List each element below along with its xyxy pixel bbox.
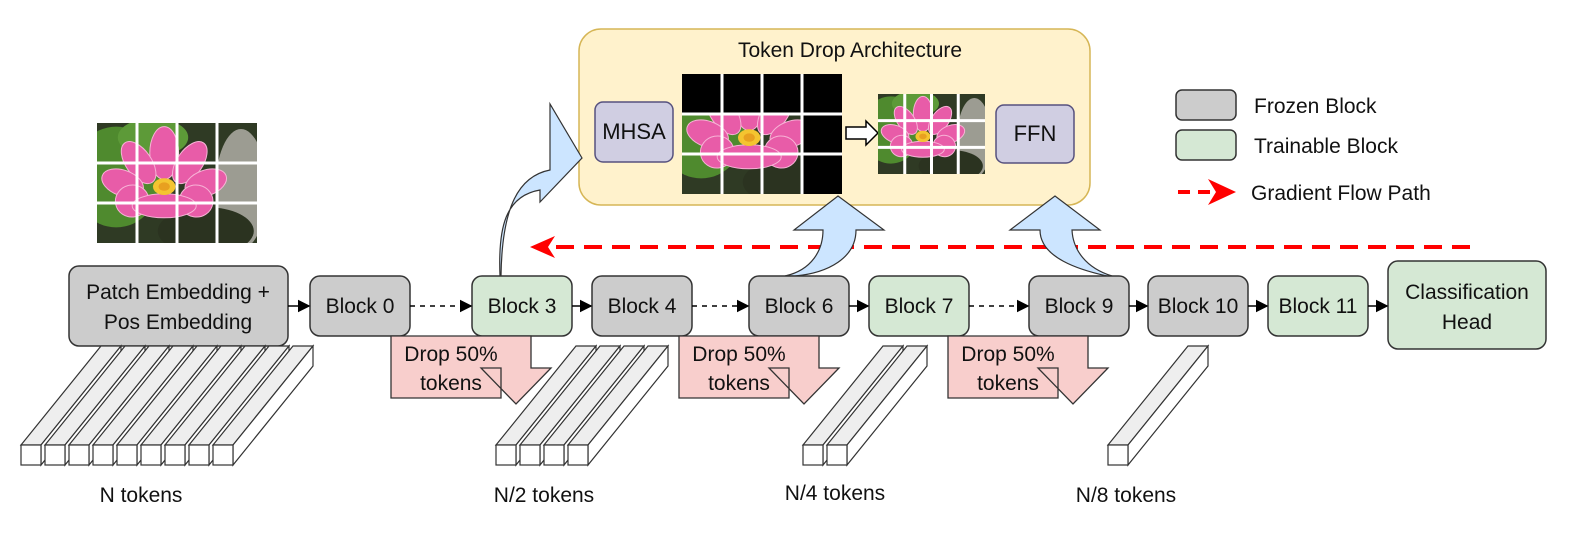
drop-label-line2: tokens [977,372,1039,395]
curved-arrow-block9-shape [1008,195,1113,277]
legend-trainable-label: Trainable Block [1254,135,1398,158]
legend-frozen-swatch [1175,89,1237,121]
drop-tokens-arrow: Drop 50% tokens [678,335,841,405]
ffn-box: FFN [995,104,1075,164]
token-stack: N/8 tokens [1076,344,1210,507]
classification-head-line2: Head [1442,311,1492,334]
block-label: Block 10 [1158,295,1239,318]
block-label: Block 4 [608,295,677,318]
architecture-panel: Token Drop Architecture MHSA FFN [578,28,1091,206]
pipeline: Patch Embedding + Pos Embedding Block 0 B… [68,260,1547,350]
block-label: Block 11 [1279,295,1358,318]
block-block-7: Block 7 [868,275,970,337]
drop-label-line2: tokens [708,372,770,395]
token-count-label: N/2 tokens [494,484,594,507]
block-block-3: Block 3 [471,275,573,337]
block-label: Block 6 [765,295,834,318]
legend-gradient-arrowhead [1208,179,1236,205]
block-block-0: Block 0 [309,275,411,337]
patch-embedding-line1: Patch Embedding + [86,281,270,304]
token-stack: N/4 tokens [785,344,929,505]
drop-label-line1: Drop 50% [404,343,497,366]
block-block-4: Block 4 [591,275,693,337]
gradient-flow-path [530,236,1470,258]
token-stack: N/2 tokens [494,344,670,507]
legend-frozen-label: Frozen Block [1254,95,1377,118]
kept-patch-image [878,94,985,174]
classification-head-box: Classification Head [1387,260,1547,350]
ffn-label: FFN [1014,121,1057,146]
curved-arrow-block6-shape [784,195,886,277]
block-label: Block 0 [326,295,395,318]
block-block-11: Block 11 [1267,275,1369,337]
masked-patch-image [682,74,842,194]
block-block-9: Block 9 [1028,275,1130,337]
drop-label-line1: Drop 50% [692,343,785,366]
drop-label-line2: tokens [420,372,482,395]
patch-embedding-box: Patch Embedding + Pos Embedding [68,265,289,347]
mhsa-box: MHSA [594,101,674,163]
curved-up-arrows [499,101,1113,277]
patch-embedding-line2: Pos Embedding [104,311,252,334]
block-label: Block 3 [488,295,557,318]
architecture-title: Token Drop Architecture [738,39,962,62]
curved-arrow-block3-shape [499,101,583,277]
block-label: Block 9 [1045,295,1114,318]
token-stack: N tokens [19,344,315,507]
token-bar [1106,345,1210,446]
drop-tokens-arrow: Drop 50% tokens [390,335,553,405]
legend-gradient-label: Gradient Flow Path [1251,182,1431,205]
legend-trainable-swatch [1175,129,1237,161]
drop-label-line1: Drop 50% [961,343,1054,366]
block-block-6: Block 6 [748,275,850,337]
classification-head-line1: Classification [1405,281,1529,304]
drop-tokens-arrow: Drop 50% tokens [947,335,1110,405]
token-count-label: N tokens [100,484,183,507]
legend: Frozen Block Trainable Block Gradient Fl… [1175,89,1431,205]
mhsa-label: MHSA [602,119,666,144]
block-label: Block 7 [885,295,954,318]
input-patch-image [97,123,257,243]
token-count-label: N/4 tokens [785,482,885,505]
token-count-label: N/8 tokens [1076,484,1176,507]
curved-arrow-block3 [500,188,538,277]
block-block-10: Block 10 [1147,275,1249,337]
hollow-arrow-icon [845,119,880,147]
